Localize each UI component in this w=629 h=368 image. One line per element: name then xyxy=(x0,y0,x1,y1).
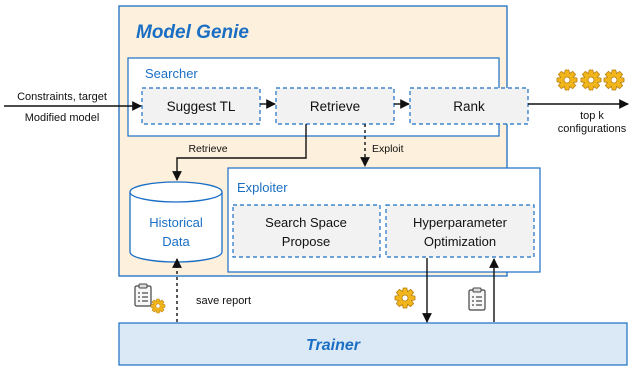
report-icon xyxy=(134,283,152,307)
model-genie-title: Model Genie xyxy=(136,22,249,43)
arrow-label-retrieve: Retrieve xyxy=(188,143,227,155)
trainer-title: Trainer xyxy=(306,337,361,354)
search-space-label-1: Search Space xyxy=(265,215,347,230)
input-label-constraints: Constraints, target xyxy=(17,91,107,103)
gear-icon xyxy=(394,287,416,309)
gear-icon xyxy=(580,69,602,91)
hyperparameter-label-2: Optimization xyxy=(424,234,496,249)
step-suggest-tl xyxy=(141,87,261,125)
report-icon xyxy=(468,287,486,311)
step-suggest-tl-label: Suggest TL xyxy=(167,99,236,114)
gear-icon xyxy=(603,69,625,91)
step-retrieve xyxy=(275,87,395,125)
searcher-title: Searcher xyxy=(145,66,198,81)
historical-data-store xyxy=(129,181,223,263)
hyperparameter-label-1: Hyperparameter xyxy=(413,215,508,230)
trainer-box xyxy=(118,322,628,366)
gear-icon xyxy=(556,69,578,91)
search-space-propose-box xyxy=(232,204,381,258)
step-rank-label: Rank xyxy=(453,99,485,114)
step-rank xyxy=(409,87,529,125)
gear-icon xyxy=(150,298,166,314)
input-label-modified-model: Modified model xyxy=(25,112,100,124)
historical-data-label-1: Historical xyxy=(149,215,203,230)
output-label-top-k: top k xyxy=(580,110,604,122)
hyperparameter-optimization-box xyxy=(385,204,535,258)
output-label-configurations: configurations xyxy=(558,123,627,135)
exploiter-title: Exploiter xyxy=(237,180,288,195)
arrow-retrieve-to-historical xyxy=(172,124,307,181)
arrow-label-exploit: Exploit xyxy=(372,143,404,155)
step-retrieve-label: Retrieve xyxy=(310,99,360,114)
historical-data-label-2: Data xyxy=(162,234,190,249)
arrow-label-save-report: save report xyxy=(196,295,251,307)
search-space-label-2: Propose xyxy=(282,234,330,249)
